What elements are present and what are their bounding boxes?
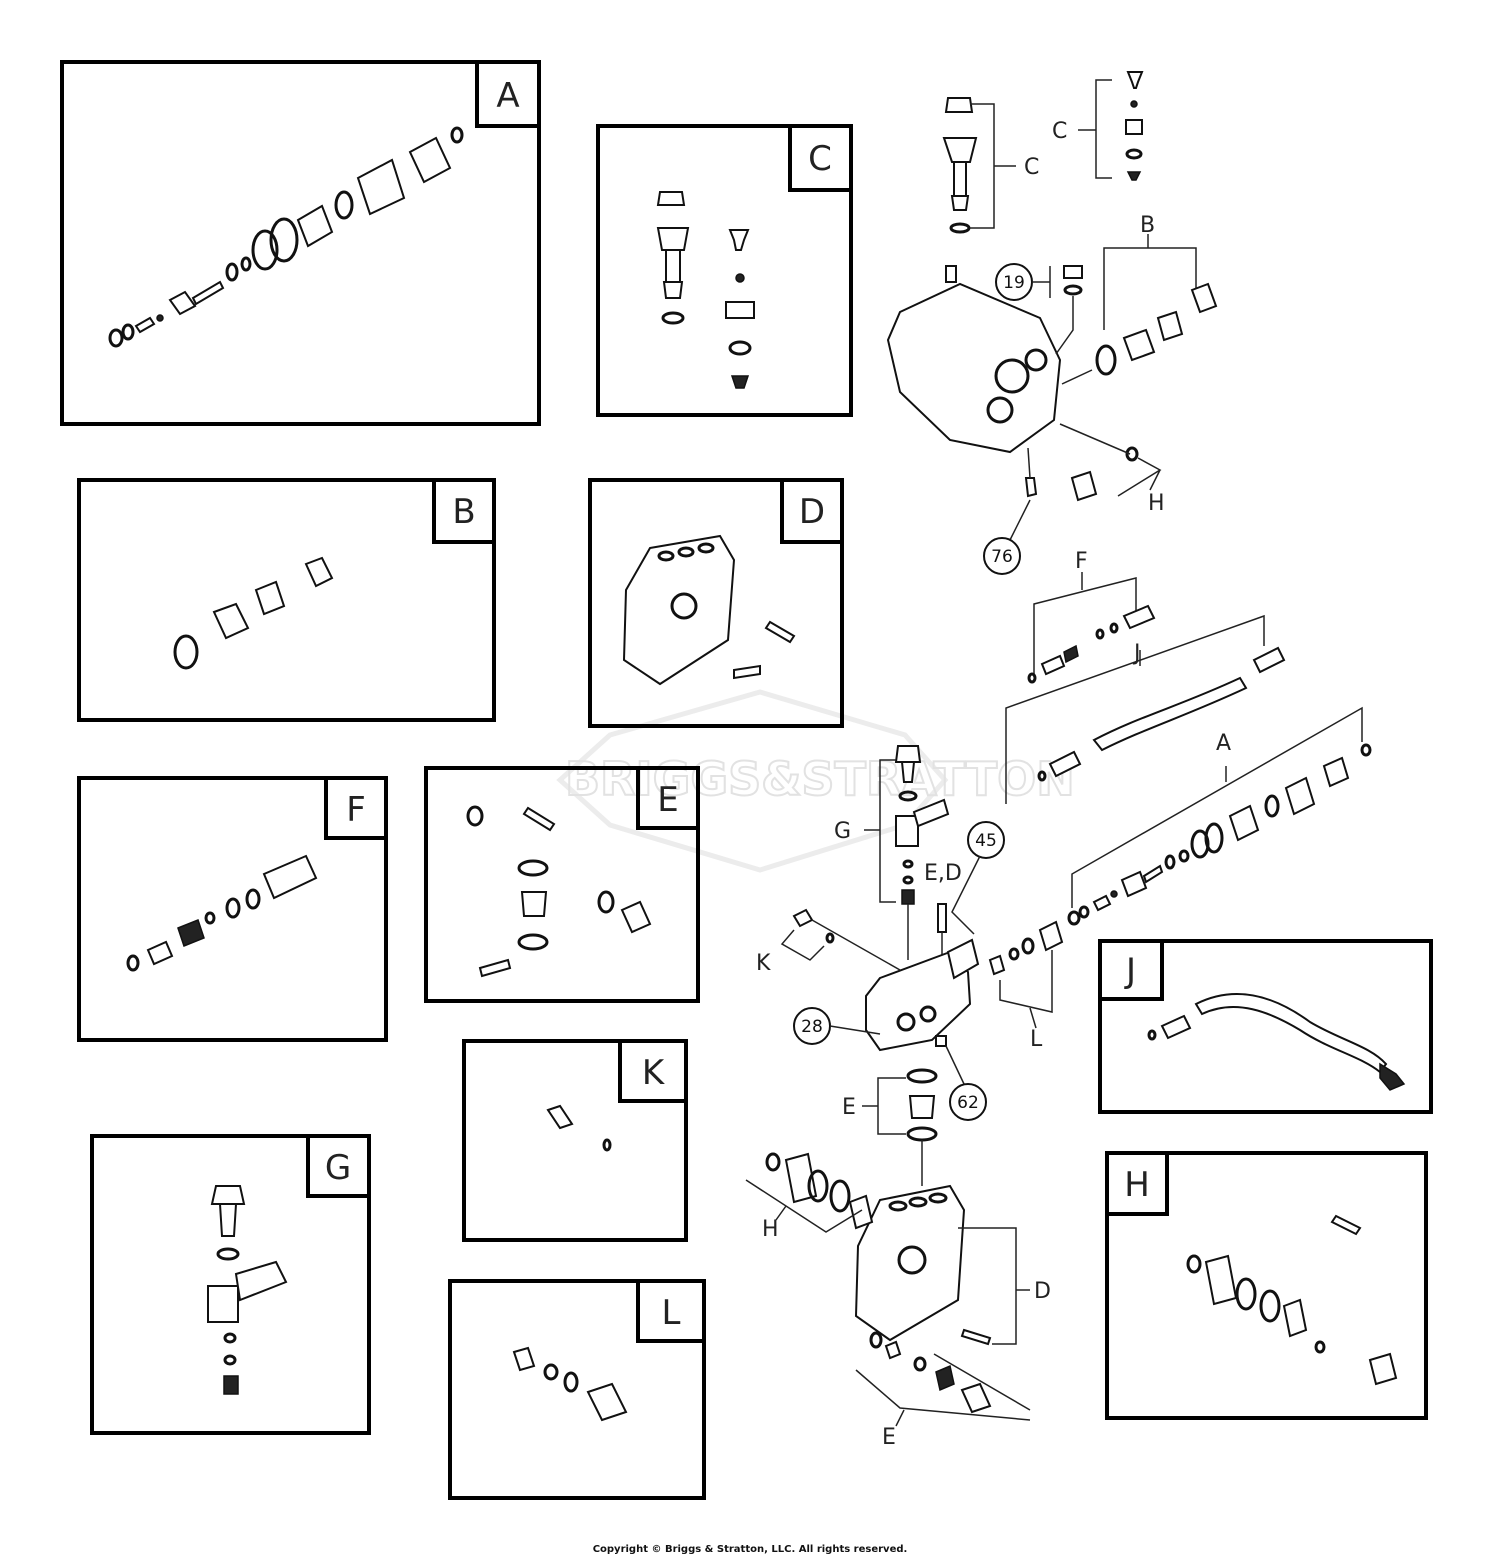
label-e-d: E,D (924, 861, 962, 886)
callout-19: 19 (1003, 273, 1025, 293)
main-assembly: C C 19 B H 76 (745, 71, 1372, 1450)
kit-k-parts (546, 1104, 612, 1152)
kit-h-parts (1186, 1214, 1398, 1386)
pump-housing (886, 282, 1062, 454)
callout-28: 28 (801, 1017, 823, 1037)
kit-g-panel: G (90, 1134, 371, 1435)
kit-b-letter: B (452, 492, 475, 532)
kit-a-letter: A (496, 76, 519, 116)
kit-d-panel: D (588, 478, 844, 728)
kit-c-parts (656, 191, 755, 389)
label-c-1: C (1024, 155, 1039, 180)
kit-h-panel: H (1105, 1151, 1428, 1420)
kit-e-parts (466, 805, 652, 978)
label-h-1: H (1148, 491, 1165, 516)
label-b: B (1140, 213, 1155, 238)
kit-d-parts (622, 534, 796, 686)
label-g: G (834, 819, 851, 844)
callout-76: 76 (991, 547, 1013, 567)
label-f: F (1075, 549, 1088, 574)
label-c-2: C (1052, 119, 1067, 144)
kit-k-letter: K (642, 1053, 666, 1093)
label-h-2: H (762, 1217, 779, 1242)
kit-j-parts (1147, 993, 1406, 1091)
kit-k-panel: K (462, 1039, 688, 1242)
copyright-notice: Copyright © Briggs & Stratton, LLC. All … (592, 1544, 908, 1555)
kit-f-parts (126, 854, 318, 972)
kit-j-panel: J (1098, 939, 1433, 1114)
kit-l-parts (512, 1346, 628, 1422)
kit-e-letter: E (657, 780, 678, 820)
kit-a-panel: A (60, 60, 541, 426)
label-k: K (756, 951, 771, 976)
label-a: A (1216, 731, 1231, 756)
label-l: L (1030, 1027, 1043, 1052)
kit-l-panel: L (448, 1279, 706, 1500)
kit-b-parts (173, 556, 334, 670)
kit-l-letter: L (662, 1293, 681, 1333)
kit-c-letter: C (808, 139, 832, 179)
label-j: J (1132, 641, 1141, 666)
kit-g-letter: G (325, 1148, 351, 1188)
kit-f-letter: F (346, 790, 366, 830)
callout-45: 45 (975, 831, 997, 851)
label-e-1: E (842, 1095, 856, 1120)
callout-62: 62 (957, 1093, 979, 1113)
label-e-2: E (882, 1425, 896, 1450)
kit-d-letter: D (799, 492, 825, 532)
kit-h-letter: H (1124, 1165, 1150, 1205)
pump-head (854, 1184, 966, 1342)
kit-b-panel: B (77, 478, 496, 722)
kit-f-panel: F (77, 776, 388, 1042)
kit-a-parts (108, 126, 464, 348)
kit-j-letter: J (1124, 951, 1136, 991)
watermark: BRIGGS&STRATTON (556, 689, 1076, 873)
watermark-text: BRIGGS&STRATTON (565, 752, 1075, 806)
kit-g-parts (207, 1185, 288, 1395)
kit-e-panel: E (424, 766, 700, 1003)
label-d: D (1034, 1279, 1051, 1304)
kit-c-panel: C (596, 124, 853, 417)
